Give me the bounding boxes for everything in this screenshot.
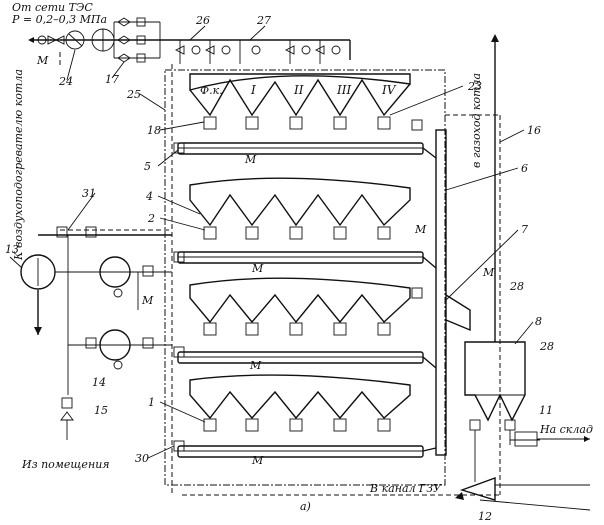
hydro-ejector: [455, 460, 591, 511]
callout-24: 24: [58, 75, 73, 88]
air-fans: [20, 226, 172, 440]
callout-31: 31: [82, 187, 96, 200]
m-marker: М: [414, 223, 427, 236]
m-marker: М: [141, 294, 154, 307]
hopper-tier-4: [177, 374, 424, 458]
callout-25: 25: [126, 88, 141, 101]
section-label-2: II: [293, 83, 304, 97]
callout-15: 15: [94, 404, 108, 417]
compressed-air-supply: [28, 17, 351, 68]
callout-12: 12: [478, 510, 492, 523]
air-heater-label: К воздухоподогревателю котла: [12, 69, 25, 261]
callout-17: 17: [105, 73, 119, 86]
callout-13: 13: [5, 243, 19, 256]
hopper-tier-1: [177, 73, 424, 155]
gas-duct-label: в газоход котла: [470, 73, 483, 168]
control-frame: [164, 64, 501, 496]
callout-11: 11: [539, 404, 553, 417]
m-marker: М: [244, 153, 257, 166]
section-label-4: IV: [381, 83, 397, 97]
channel-label: В канал ГЗУ: [369, 482, 442, 495]
callout-5: 5: [144, 160, 151, 173]
section-label-3: III: [336, 83, 351, 97]
callout-4: 4: [145, 190, 153, 203]
m-marker: М: [251, 262, 264, 275]
callout-27: 27: [256, 14, 271, 27]
callout-18: 18: [147, 124, 161, 137]
callout-1: 1: [148, 396, 155, 409]
callout-26: 26: [195, 14, 210, 27]
m-marker: М: [251, 454, 264, 467]
callout-23: 23: [467, 80, 482, 93]
tier-valves: [173, 119, 423, 452]
leader-lines: [9, 25, 534, 459]
section-label-1: I: [250, 83, 256, 97]
m-marker: М: [482, 266, 495, 279]
warehouse-label: На склад: [539, 423, 593, 436]
callout-2: 2: [147, 212, 155, 225]
callout-8: 8: [535, 315, 542, 328]
collector-pipe: [422, 129, 471, 456]
figure-caption: а): [300, 500, 311, 513]
m-marker: М: [36, 54, 49, 67]
m-marker: М: [249, 359, 262, 372]
source-label: От сети ТЭС: [12, 1, 93, 14]
ash-silo: [464, 34, 590, 460]
hopper-tier-2: [177, 177, 424, 264]
callout-30: 30: [135, 452, 149, 465]
callout-7: 7: [521, 223, 528, 236]
callout-14: 14: [92, 376, 106, 389]
filter-chamber-label: Ф.к.: [200, 84, 223, 97]
callout-6: 6: [521, 162, 528, 175]
callout-28b: 28: [539, 340, 554, 353]
callout-28a: 28: [509, 280, 524, 293]
hopper-tier-3: [177, 277, 424, 364]
source-pressure-label: P = 0,2–0,3 МПа: [11, 13, 107, 26]
callout-16: 16: [527, 124, 541, 137]
from-room-label: Из помещения: [21, 458, 110, 471]
